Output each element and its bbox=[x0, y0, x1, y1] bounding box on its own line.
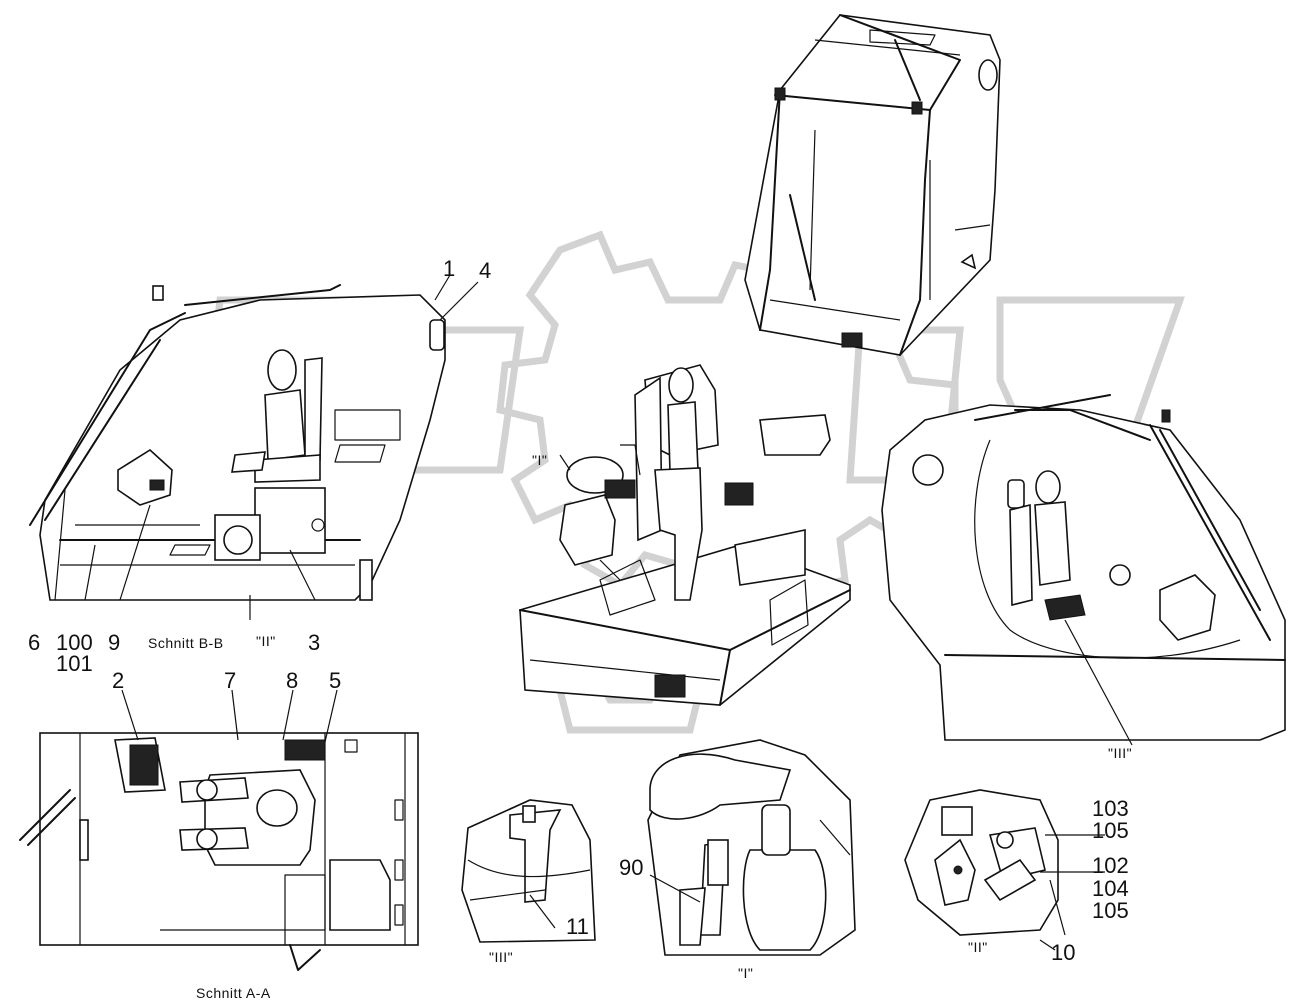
part-number-label: 11 bbox=[566, 914, 589, 939]
section-a-a-view bbox=[19, 689, 419, 971]
side-view-right bbox=[881, 394, 1286, 746]
part-number-label: 8 bbox=[286, 668, 299, 693]
part-number-label: 102 bbox=[1092, 853, 1129, 878]
detail-ii-view bbox=[904, 789, 1105, 951]
part-number-label: 103 bbox=[1092, 796, 1129, 821]
part-number-label: 100 bbox=[56, 630, 93, 655]
part-number-label: 105 bbox=[1092, 818, 1129, 843]
detail-ii-reference: "II" bbox=[256, 633, 276, 649]
part-number-label: 105 bbox=[1092, 898, 1129, 923]
detail-i-caption: "I" bbox=[738, 965, 754, 981]
detail-ii-caption: "II" bbox=[968, 939, 988, 955]
detail-iii-reference: "III" bbox=[1108, 745, 1133, 761]
part-number-label: 90 bbox=[619, 855, 644, 880]
detail-i-view bbox=[647, 739, 856, 956]
detail-iii-caption: "III" bbox=[489, 949, 514, 965]
part-number-label: 9 bbox=[108, 630, 121, 655]
part-number-label: 3 bbox=[308, 630, 321, 655]
part-number-label: 4 bbox=[479, 258, 492, 283]
detail-iii-view bbox=[461, 799, 596, 943]
part-number-label: 7 bbox=[224, 668, 237, 693]
detail-i-reference: "I" bbox=[532, 452, 548, 468]
section-a-a-caption: Schnitt A-A bbox=[196, 985, 271, 1001]
part-number-label: 104 bbox=[1092, 876, 1129, 901]
cab-exterior-view bbox=[744, 14, 1001, 356]
isometric-interior-view bbox=[519, 364, 851, 706]
part-number-label: 101 bbox=[56, 651, 93, 676]
part-number-label: 5 bbox=[329, 668, 342, 693]
section-b-b-view bbox=[29, 274, 479, 620]
part-number-label: 10 bbox=[1051, 940, 1076, 965]
section-b-b-caption: Schnitt B-B bbox=[148, 635, 224, 651]
part-number-label: 1 bbox=[443, 256, 456, 281]
part-number-label: 2 bbox=[112, 668, 125, 693]
part-number-label: 6 bbox=[28, 630, 41, 655]
